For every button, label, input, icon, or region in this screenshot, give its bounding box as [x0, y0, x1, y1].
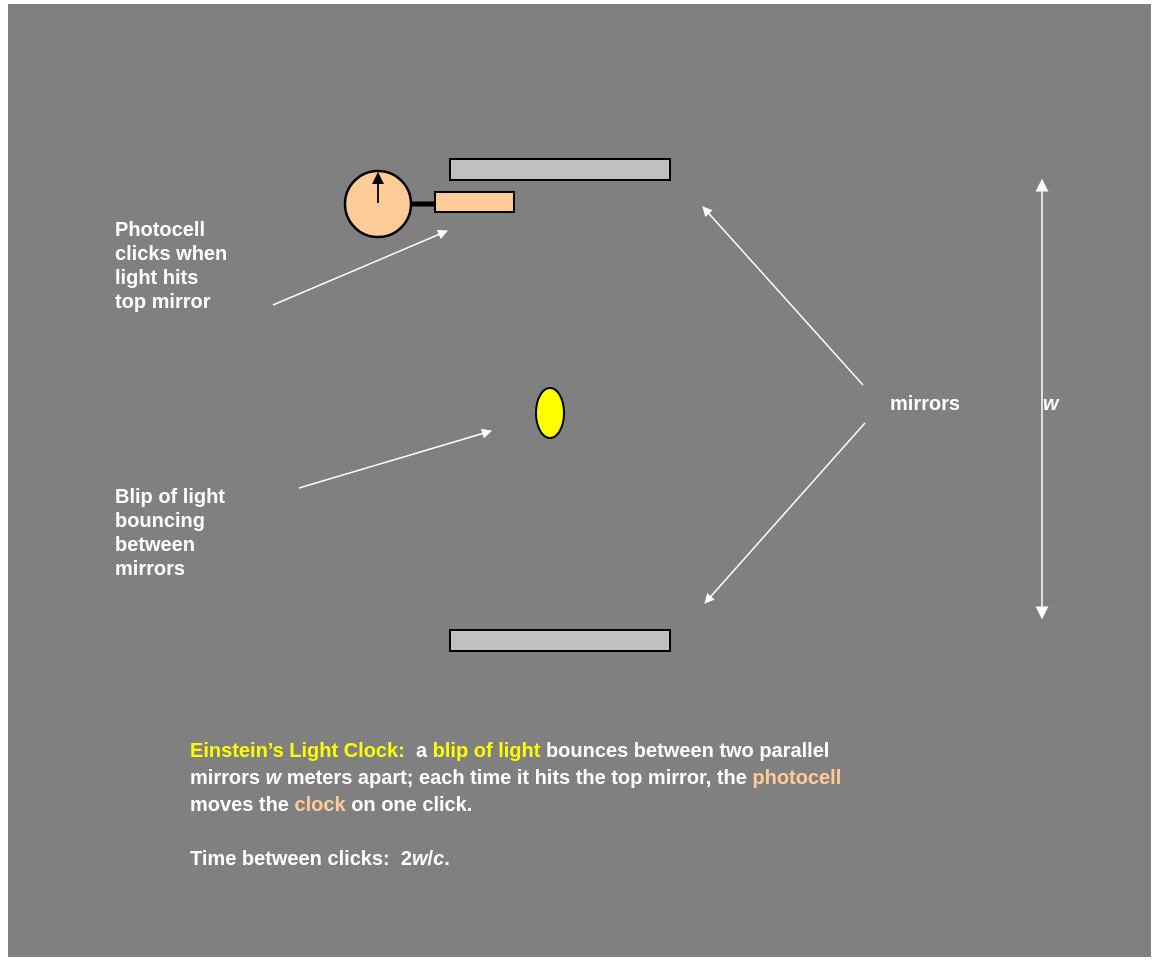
- mirrors-label: mirrors: [890, 393, 961, 415]
- photocell-label: Photocell clicks when light hits top mir…: [115, 219, 228, 313]
- caption-blip-of-light: blip of light: [432, 740, 541, 762]
- light-clock-diagram: [272, 158, 1049, 652]
- caption-clock: clock: [294, 794, 346, 816]
- photocell-pointer-arrow: [272, 229, 448, 306]
- mirrors-arrow-bottom: [704, 422, 866, 604]
- blip-label: Blip of light bouncing between mirrors: [115, 486, 225, 580]
- time-two: 2: [400, 848, 412, 870]
- blip-pointer-arrow: [298, 428, 492, 489]
- top-mirror: [449, 158, 671, 181]
- caption: Einstein’s Light Clock: a blip of light …: [190, 738, 890, 819]
- caption-text-1: a: [415, 740, 428, 762]
- mirrors-arrow-top: [702, 206, 864, 386]
- light-blip: [535, 387, 565, 439]
- caption-text-3: meters apart; each time it hits the top …: [286, 767, 747, 789]
- caption-w: w: [265, 767, 282, 789]
- time-between-clicks: Time between clicks: 2w/c.: [190, 846, 450, 873]
- caption-photocell: photocell: [752, 767, 842, 789]
- slide: Photocell clicks when light hits top mir…: [8, 4, 1151, 957]
- time-c: c: [433, 848, 445, 870]
- caption-text-4: moves the: [190, 794, 289, 816]
- time-prefix: Time between clicks:: [190, 848, 390, 870]
- time-period: .: [444, 848, 450, 870]
- time-w: w: [411, 848, 428, 870]
- caption-text-5: on one click.: [351, 794, 473, 816]
- clock-icon: [343, 169, 413, 239]
- time-slash: /: [427, 848, 434, 870]
- caption-title: Einstein’s Light Clock:: [190, 740, 405, 762]
- bottom-mirror: [449, 629, 671, 652]
- photocell-icon: [434, 191, 515, 213]
- w-label: w: [1043, 393, 1059, 415]
- caption-text-2: bounces between two parallel mirrors: [190, 740, 830, 789]
